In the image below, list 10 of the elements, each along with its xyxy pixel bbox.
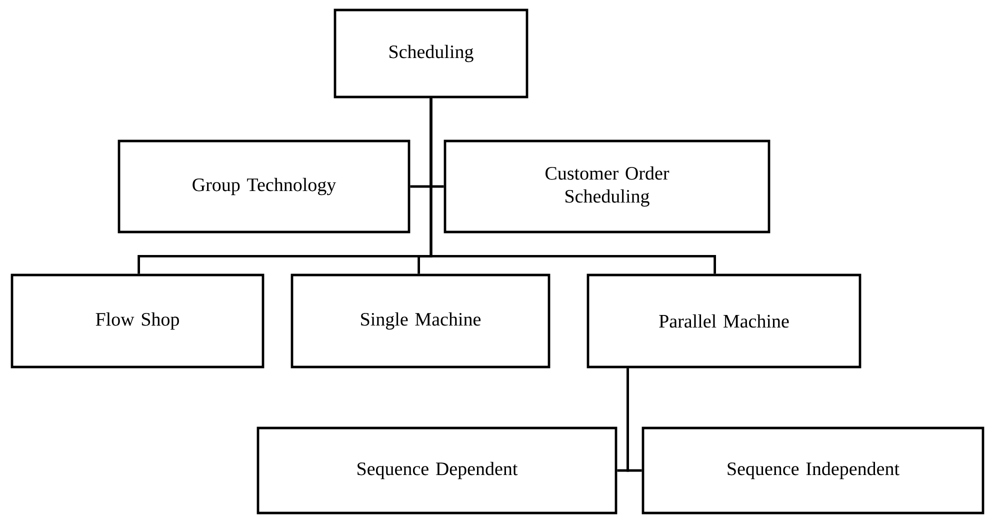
connector-line — [626, 368, 642, 472]
process-box: Group Technology — [118, 140, 410, 234]
process-box: Scheduling — [334, 8, 528, 98]
connector-line — [430, 98, 716, 274]
process-box: Sequence Dependent — [256, 426, 618, 514]
process-box: Single Machine — [290, 274, 550, 368]
process-box: Customer Order Scheduling — [444, 140, 770, 234]
process-box: Sequence Independent — [642, 426, 984, 514]
process-box: Parallel Machine — [586, 274, 862, 368]
process-box: Flow Shop — [10, 274, 264, 368]
